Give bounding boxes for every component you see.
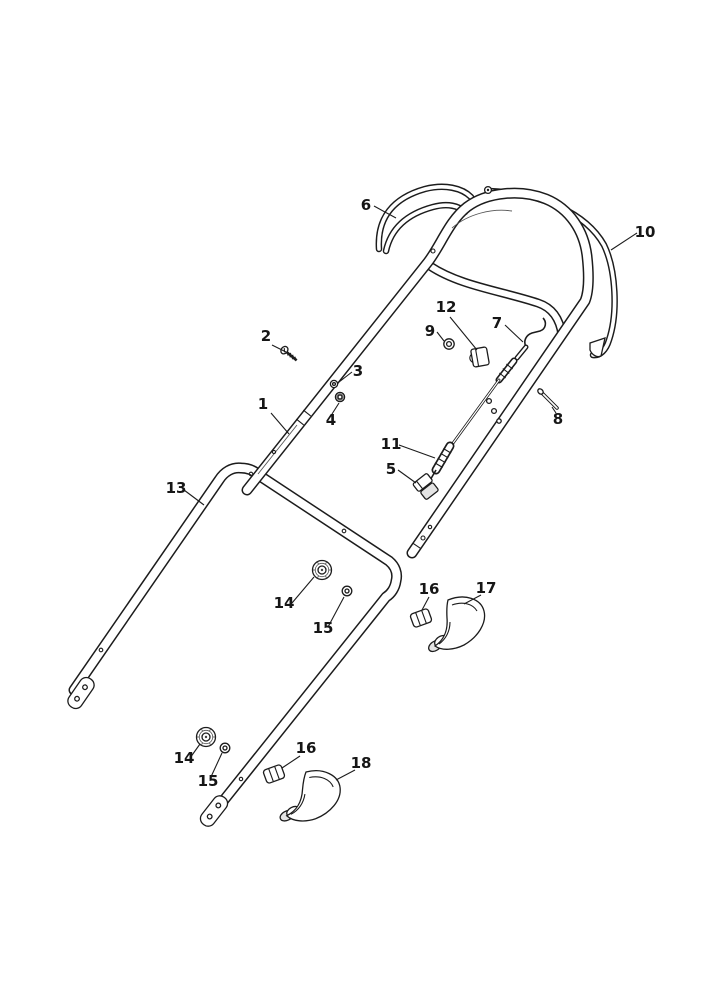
leader-line-15b (209, 752, 223, 780)
leader-line-7 (504, 324, 524, 343)
callout-label-10: 10 (635, 223, 656, 241)
callout-label-15a: 15 (313, 619, 334, 637)
leader-line-18 (335, 769, 356, 781)
callout-label-6: 6 (361, 196, 371, 214)
leader-line-8 (551, 406, 557, 414)
leader-line-6 (373, 205, 397, 219)
callout-label-16a: 16 (419, 580, 440, 598)
callout-label-18: 18 (351, 754, 372, 772)
callout-label-5: 5 (386, 460, 396, 478)
callout-label-15b: 15 (198, 772, 219, 790)
leader-line-15a (327, 596, 345, 628)
flange-nut-9 (443, 338, 455, 350)
control-cable (446, 317, 547, 452)
washer-lower (219, 742, 231, 754)
callout-labels: 1 2 3 4 5 6 7 8 9 10 11 12 13 14 15 16 1… (166, 196, 656, 790)
callout-label-16b: 16 (296, 739, 317, 757)
leader-line-2 (271, 344, 287, 353)
callout-label-1: 1 (258, 395, 268, 413)
callout-label-9: 9 (425, 322, 435, 340)
washer-upper (341, 585, 353, 597)
upper-handle-tube (241, 187, 594, 559)
leader-line-3 (338, 371, 353, 383)
leader-line-9 (436, 331, 445, 342)
lower-handle-end-bracket-right (196, 792, 232, 830)
drive-bail-lever (375, 183, 475, 255)
nut-4 (334, 391, 346, 403)
leader-line-5 (397, 469, 417, 484)
leader-line-16a (421, 596, 430, 611)
washer-3 (329, 379, 339, 389)
handle-crossbar-inner (425, 261, 567, 340)
lower-handle-tube (68, 462, 403, 821)
cam-lever-18 (276, 765, 344, 832)
support-rod-end-fittings (483, 185, 606, 358)
leader-line-14a (291, 576, 315, 604)
handle-grip-sleeve (257, 409, 312, 475)
leader-lines (183, 205, 638, 781)
leader-line-1 (270, 412, 290, 435)
callout-label-14b: 14 (174, 749, 195, 767)
leader-line-13 (183, 489, 205, 506)
cable-end-clamp (412, 473, 439, 500)
handle-clamp-lower (262, 763, 286, 785)
cam-lever-17 (425, 596, 486, 655)
handle-support-rod (485, 187, 618, 359)
callout-label-3: 3 (353, 362, 363, 380)
callout-label-12: 12 (436, 298, 457, 316)
handle-knob-upper (311, 559, 333, 581)
callout-label-14a: 14 (274, 594, 295, 612)
handle-clamp-upper (409, 607, 433, 629)
cable-clip (469, 346, 490, 368)
callout-label-4: 4 (326, 411, 336, 429)
callout-label-17: 17 (476, 579, 497, 597)
callout-label-11: 11 (381, 435, 402, 453)
callout-label-8: 8 (553, 410, 563, 428)
leader-line-4 (331, 402, 340, 415)
callout-label-13: 13 (166, 479, 187, 497)
cable-spring (428, 441, 455, 483)
handle-knob-lower (195, 726, 217, 748)
leader-line-14b (189, 743, 201, 759)
leader-line-10 (610, 232, 638, 251)
callout-label-2: 2 (261, 327, 271, 345)
leader-line-12 (449, 316, 478, 351)
callout-label-7: 7 (492, 314, 502, 332)
leader-line-17 (463, 594, 482, 605)
clevis-pin-8 (537, 388, 559, 410)
leader-line-11 (398, 444, 436, 459)
handle-screw (280, 345, 298, 362)
leader-line-16b (281, 755, 301, 769)
